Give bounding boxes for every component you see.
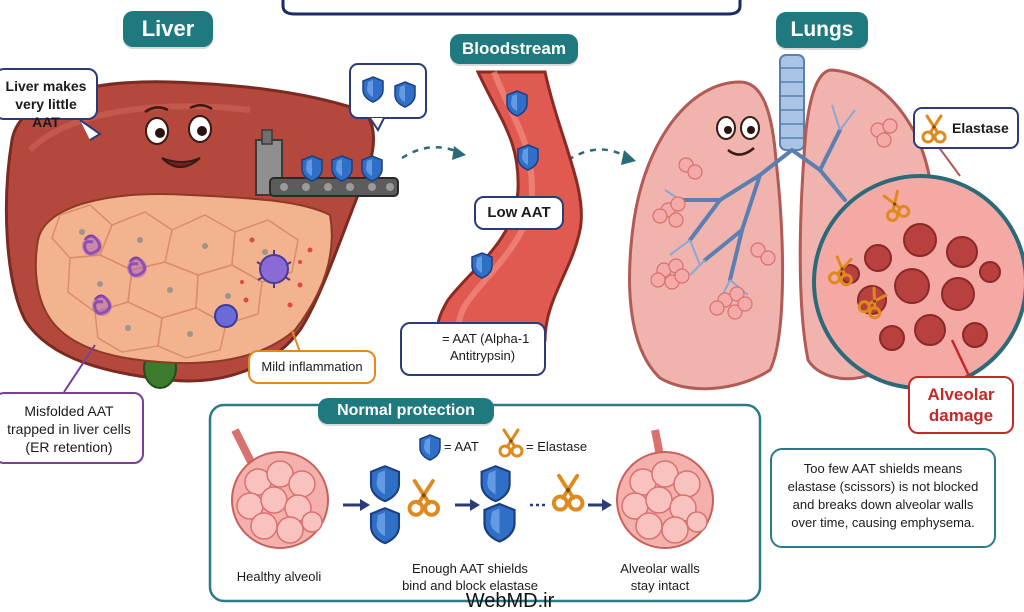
summary-line: elastase (scissors) is not blocked — [787, 479, 979, 494]
legend-aat-line: Antitrypsin) — [450, 348, 516, 363]
shields-blocking-elastase — [369, 465, 612, 545]
legend-aat-line: = AAT (Alpha-1 — [442, 331, 530, 346]
section-title-liver: Liver — [123, 11, 213, 47]
damaged-alveoli-magnified — [812, 141, 1024, 390]
summary-box: Too few AAT shields means elastase (scis… — [770, 448, 996, 548]
callout-mild-inflammation: Mild inflammation — [248, 350, 376, 384]
watermark: WebMD.ir — [465, 590, 555, 612]
callout-line: very little AAT — [15, 96, 77, 130]
healthy-alveoli-label: Healthy alveoli — [236, 569, 322, 584]
callout-line: Alveolar — [927, 385, 995, 404]
callout-line: trapped in liver cells — [7, 421, 131, 437]
elastase-label: Elastase — [952, 120, 1009, 136]
callout-low-aat: Low AAT — [474, 196, 564, 230]
callout-misfolded-aat: Misfolded AAT trapped in liver cells (ER… — [0, 392, 144, 464]
legend-elastase-short: = Elastase — [526, 439, 588, 454]
callout-liver-makes-little-aat: Liver makes very little AAT — [0, 68, 98, 130]
label-line: Enough AAT shields — [412, 561, 528, 576]
healthy-alveoli-illustration — [231, 428, 370, 549]
elastase-callout-icon — [913, 107, 1019, 149]
callout-line: Liver makes — [5, 78, 87, 94]
summary-line: Too few AAT shields means — [803, 461, 963, 476]
label-line: Alveolar walls — [620, 561, 700, 576]
summary-line: and breaks down alveolar walls — [792, 497, 974, 512]
legend-aat: = AAT (Alpha-1 Antitrypsin) — [400, 322, 546, 376]
label-line: stay intact — [630, 578, 690, 593]
liver-illustration — [4, 63, 427, 389]
legend-aat-short: = AAT — [444, 439, 479, 454]
walls-intact-label: Alveolar walls stay intact — [600, 560, 720, 594]
callout-line: Misfolded AAT — [24, 403, 114, 419]
section-title-bloodstream: Bloodstream — [450, 34, 578, 64]
enough-aat-label: Enough AAT shields bind and block elasta… — [380, 560, 560, 594]
summary-line: over time, causing emphysema. — [791, 515, 975, 530]
label-line: bind and block elastase — [402, 578, 538, 593]
section-title-lungs: Lungs — [776, 12, 868, 48]
callout-line: damage — [928, 406, 994, 425]
normal-protection-title: Normal protection — [318, 398, 494, 424]
intact-alveoli-illustration — [616, 429, 714, 549]
callout-line: (ER retention) — [25, 439, 113, 455]
callout-alveolar-damage: Alveolar damage — [908, 376, 1014, 434]
